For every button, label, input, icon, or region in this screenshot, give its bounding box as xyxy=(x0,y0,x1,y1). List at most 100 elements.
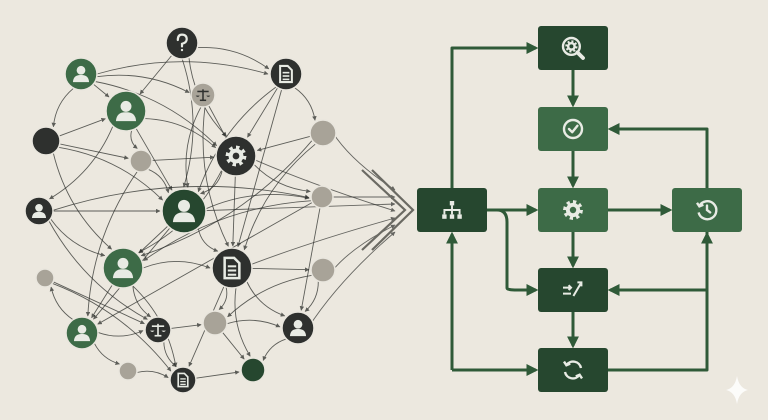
network-edge xyxy=(246,281,286,317)
document-icon xyxy=(279,64,293,84)
search-gear-icon xyxy=(561,36,585,60)
network-node xyxy=(31,126,61,156)
network-edge xyxy=(197,227,219,252)
converging-edge xyxy=(193,201,396,212)
network-node xyxy=(310,185,334,209)
network-edge xyxy=(197,86,277,193)
network-edge xyxy=(97,330,144,337)
refresh-icon xyxy=(563,360,583,380)
connector-hierarchy-to-decision xyxy=(482,208,539,296)
network-edge xyxy=(262,338,287,361)
workflow-step-history xyxy=(672,188,742,232)
workflow-step-decision xyxy=(538,268,608,312)
network-edge xyxy=(53,281,145,325)
person-icon xyxy=(112,257,134,279)
check-circle-icon xyxy=(562,118,584,140)
network-edge xyxy=(234,287,251,357)
network-edge xyxy=(148,168,170,194)
network-node-person xyxy=(105,90,147,132)
network-edge xyxy=(50,218,106,257)
network-edge xyxy=(52,185,310,211)
network-edge xyxy=(93,83,110,98)
network-edge xyxy=(49,125,114,200)
network-node-document xyxy=(169,366,197,394)
document-icon xyxy=(177,372,189,388)
network-edge xyxy=(195,370,240,379)
network-edge xyxy=(247,87,279,138)
network-edge xyxy=(170,322,202,329)
network-node xyxy=(310,257,336,283)
sparkle-icon xyxy=(726,376,748,404)
workflow-steps xyxy=(417,26,742,392)
network-edges xyxy=(48,47,396,379)
converging-edge xyxy=(245,155,396,212)
converging-edge xyxy=(332,224,396,271)
network-edge xyxy=(91,284,113,319)
network-edge xyxy=(142,261,211,269)
network-edge xyxy=(197,47,270,70)
converging-edge xyxy=(241,216,396,269)
network-edge xyxy=(97,202,313,325)
network-edge xyxy=(251,267,310,272)
network-node-person xyxy=(161,188,207,234)
network-edge xyxy=(226,319,281,328)
network-node-question xyxy=(165,26,199,60)
network-edge xyxy=(96,61,269,76)
network-edge xyxy=(208,105,226,138)
connector-hierarchy-to-search xyxy=(450,42,539,188)
network-node-person xyxy=(281,311,315,345)
network-node xyxy=(240,357,266,383)
network-edge xyxy=(218,286,228,310)
person-icon xyxy=(172,199,196,223)
person-icon xyxy=(115,100,137,122)
network-edge xyxy=(200,170,223,195)
workflow-connectors xyxy=(446,42,713,376)
person-icon xyxy=(73,324,91,342)
network-edge xyxy=(222,332,245,360)
network-edge xyxy=(59,143,129,160)
network-edge xyxy=(202,106,229,247)
gear-icon xyxy=(563,200,583,220)
network-edge xyxy=(181,58,194,188)
workflow-step-hierarchy xyxy=(417,188,487,232)
network-edge xyxy=(58,146,163,201)
network-node-gear xyxy=(215,135,257,177)
connector-history-to-decision xyxy=(607,232,709,296)
network-node-document xyxy=(211,247,253,289)
network-edge xyxy=(256,135,311,152)
network-edge xyxy=(151,155,215,161)
workflow-step-cycle xyxy=(538,348,608,392)
network-edge xyxy=(130,130,138,149)
network-edge xyxy=(52,282,172,372)
workflow-step-process xyxy=(538,188,608,232)
network-edge xyxy=(205,194,310,210)
network-node-document xyxy=(269,57,303,91)
network-edge xyxy=(253,164,311,194)
network-edge xyxy=(49,286,74,321)
converging-edge xyxy=(307,231,396,329)
network-node-person xyxy=(102,247,144,289)
network-node xyxy=(35,268,55,288)
network-edge xyxy=(136,370,169,378)
network-edge xyxy=(139,55,173,95)
connector-history-to-approve xyxy=(607,123,709,188)
hierarchy-icon xyxy=(442,201,462,219)
network-edge xyxy=(138,225,169,254)
scale-icon xyxy=(150,323,166,337)
network-edge xyxy=(93,342,120,366)
network-edge xyxy=(299,207,321,311)
network-node-person xyxy=(64,57,98,91)
network-node-person xyxy=(65,316,99,350)
question-icon xyxy=(176,33,188,52)
network-edge xyxy=(132,285,151,318)
network-edge xyxy=(96,74,190,93)
network-node xyxy=(129,149,153,173)
compare-icon xyxy=(563,281,583,297)
network-node-scale xyxy=(144,316,172,344)
network-edge xyxy=(294,87,317,121)
network-nodes xyxy=(24,26,337,394)
workflow-step-search xyxy=(538,26,608,70)
network-edge xyxy=(51,87,74,128)
converging-edge xyxy=(332,132,396,191)
